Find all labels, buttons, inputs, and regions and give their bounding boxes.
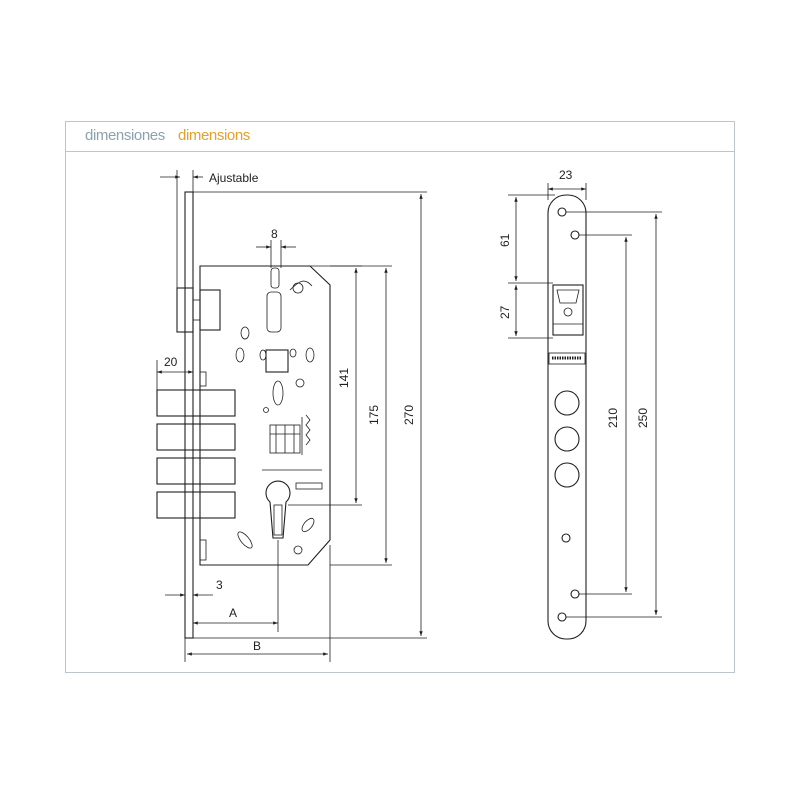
label-adjustable: Ajustable (209, 171, 259, 185)
dim-label-8: 8 (271, 227, 278, 241)
dim-label-61: 61 (498, 233, 512, 247)
dim-27: 27 (498, 285, 553, 339)
deadbolt (156, 457, 236, 485)
dimensions-panel: dimensiones dimensions (65, 121, 735, 673)
cylinder-hole (265, 480, 291, 539)
dim-a: A (193, 540, 279, 632)
dim-label-a: A (229, 606, 237, 620)
dim-label-270: 270 (402, 405, 416, 425)
faceplate (184, 191, 194, 639)
dim-label-210: 210 (606, 408, 620, 428)
title-spanish: dimensiones (85, 127, 165, 144)
dim-label-3: 3 (216, 578, 223, 592)
screw-hole (561, 533, 571, 543)
dim-250: 250 (566, 211, 662, 618)
dim-61: 61 (498, 194, 555, 284)
deadbolt-hole (554, 462, 580, 488)
latch-block (176, 287, 221, 333)
dim-label-20: 20 (164, 355, 178, 369)
dim-270: 270 (193, 191, 427, 639)
dim-label-141: 141 (337, 368, 351, 388)
screw-hole (570, 230, 580, 240)
dim-spindle: 8 (256, 227, 296, 268)
panel-header: dimensiones dimensions (66, 122, 734, 152)
brand-plate (548, 352, 586, 365)
internal-mechanism (199, 267, 323, 561)
screw-hole (557, 207, 567, 217)
deadbolt (156, 423, 236, 451)
dim-175: 175 (330, 265, 392, 566)
faceplate-front (547, 194, 587, 640)
dim-b: B (184, 545, 331, 662)
dim-label-250: 250 (636, 408, 650, 428)
title-english: dimensions (178, 127, 250, 144)
dim-adjustable: Ajustable (160, 170, 259, 288)
deadbolt-hole (554, 426, 580, 452)
dim-label-175: 175 (367, 405, 381, 425)
front-view: Ajustable 8 20 141 17 (156, 170, 427, 662)
deadbolt (156, 389, 236, 417)
screw-hole (570, 589, 580, 599)
deadbolt (156, 491, 236, 519)
dim-bolt-throw: 20 (156, 355, 194, 390)
deadbolts (156, 389, 236, 519)
deadbolt-hole (554, 390, 580, 416)
dim-width: 23 (547, 168, 587, 200)
dim-label-27: 27 (498, 305, 512, 319)
dim-label-b: B (253, 639, 261, 653)
latch-slot (552, 284, 584, 336)
dim-141: 141 (288, 265, 362, 506)
dim-offset: 3 (165, 565, 223, 605)
screw-hole (557, 612, 567, 622)
dim-label-23: 23 (559, 168, 573, 182)
side-view: 23 61 27 210 250 (498, 168, 662, 640)
dim-210: 210 (579, 234, 632, 595)
